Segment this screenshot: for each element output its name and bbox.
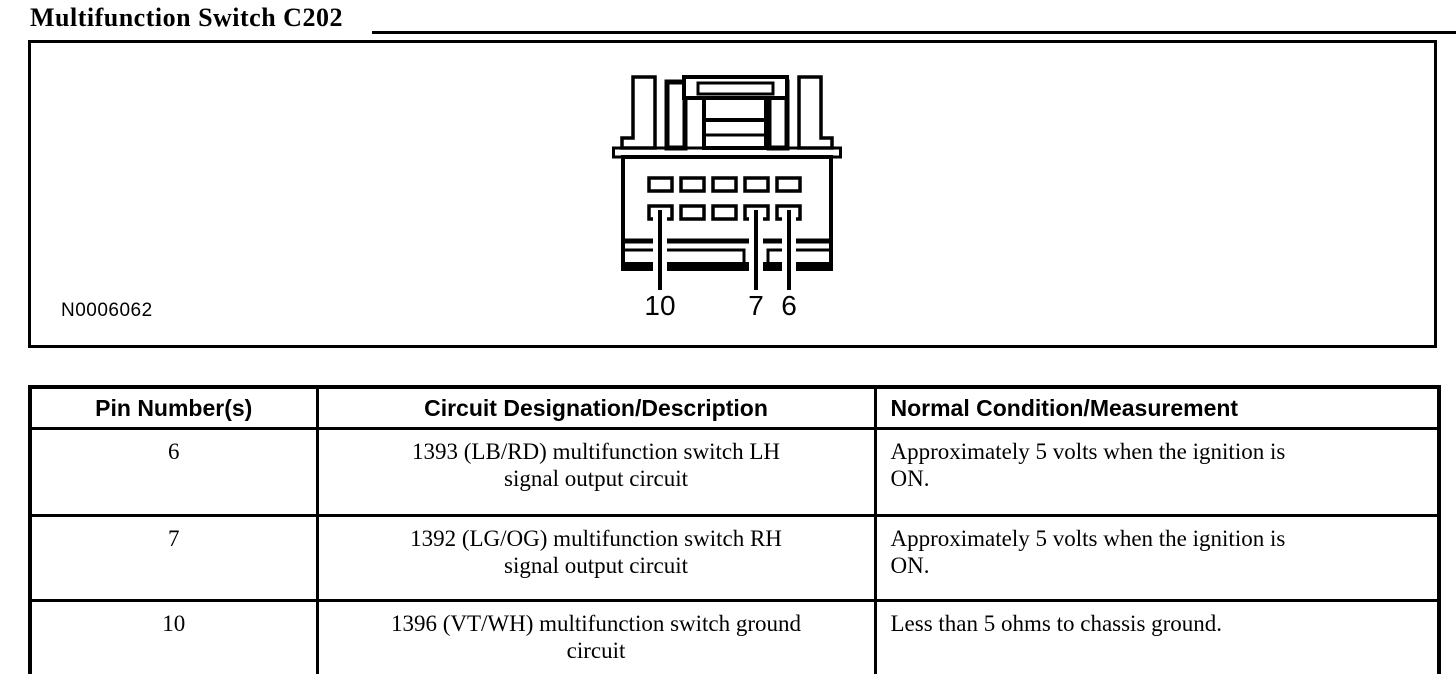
latch-beam-inner [696,81,775,96]
condition-line: Less than 5 ohms to chassis ground. [890,611,1223,636]
pin-cell: 10 [28,599,319,674]
latch-post-right [797,75,834,150]
pin-cavity [775,176,802,193]
condition-cell: Less than 5 ohms to chassis ground. [873,599,1441,674]
pin-cell: 7 [28,514,319,602]
condition-line: ON. [890,553,930,578]
latch-block [702,96,768,150]
condition-line: ON. [890,466,930,491]
circuit-line: 1392 (LG/OG) multifunction switch RH [410,526,782,551]
pin-cavity [711,176,738,193]
connector-diagram: 10 7 6 [612,75,842,321]
table-row-pin-10: 10 1396 (VT/WH) multifunction switch gro… [28,599,1441,674]
column-header-normal-condition: Normal Condition/Measurement [873,385,1441,430]
pin-cavity [647,176,674,193]
pin-table: Pin Number(s) Circuit Designation/Descri… [28,385,1441,674]
table-header-row: Pin Number(s) Circuit Designation/Descri… [28,385,1441,430]
table-row-pin-6: 6 1393 (LB/RD) multifunction switch LH s… [28,427,1441,517]
circuit-cell: 1393 (LB/RD) multifunction switch LH sig… [315,427,877,517]
circuit-line: signal output circuit [504,466,688,491]
body-bottom-band [623,262,831,270]
latch-post-left [620,75,657,150]
pin-cavity [679,204,706,221]
circuit-line: circuit [566,638,626,663]
pin-cavity [743,176,770,193]
pin-cavity [679,176,706,193]
pin-cavity [711,204,738,221]
condition-cell: Approximately 5 volts when the ignition … [873,514,1441,602]
pin-label-7: 7 [748,290,764,321]
connector-figure-frame: 10 7 6 N0006062 [28,40,1437,348]
circuit-cell: 1396 (VT/WH) multifunction switch ground… [315,599,877,674]
pin-label-6: 6 [781,290,797,321]
pin-cell: 6 [28,427,319,517]
circuit-cell: 1392 (LG/OG) multifunction switch RH sig… [315,514,877,602]
figure-code: N0006062 [61,300,153,321]
condition-line: Approximately 5 volts when the ignition … [890,439,1286,464]
page-title: Multifunction Switch C202 [30,3,343,32]
column-header-circuit-designation: Circuit Designation/Description [315,385,877,430]
circuit-line: 1396 (VT/WH) multifunction switch ground [390,611,802,636]
condition-line: Approximately 5 volts when the ignition … [890,526,1286,551]
circuit-line: signal output circuit [504,553,688,578]
circuit-line: 1393 (LB/RD) multifunction switch LH [412,439,780,464]
column-header-pin-numbers: Pin Number(s) [28,385,319,430]
table-row-pin-7: 7 1392 (LG/OG) multifunction switch RH s… [28,514,1441,602]
header-rule [372,31,1456,34]
pin-label-10: 10 [644,290,675,321]
latch-channel-left [664,79,688,151]
condition-cell: Approximately 5 volts when the ignition … [873,427,1441,517]
